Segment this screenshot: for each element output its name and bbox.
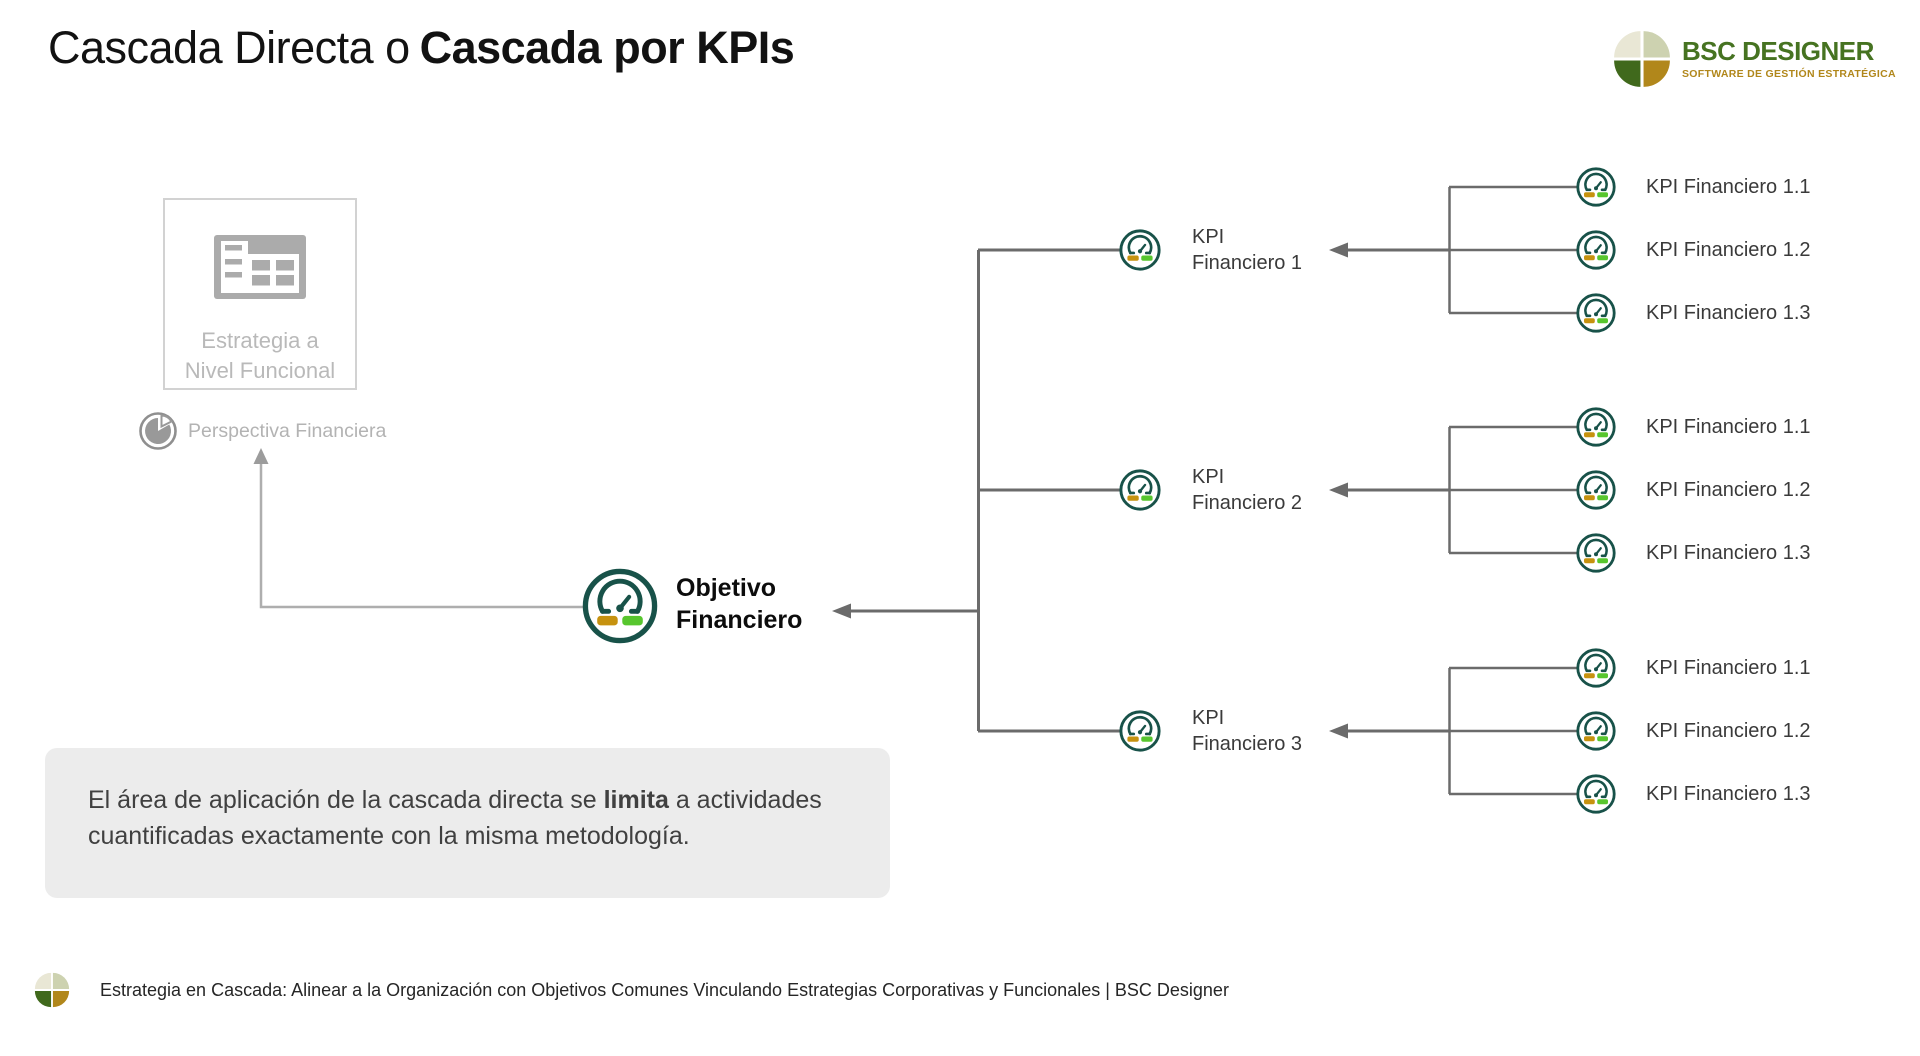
kpi-tree-lines: [851, 248, 1450, 733]
scorecard-icon: [165, 235, 355, 304]
kpi-leaf-label: KPI Financiero 1.2: [1646, 239, 1811, 261]
kpi-node-gauge-icon: [1119, 229, 1161, 271]
kpi-leaf-gauge-icon: [1576, 293, 1616, 333]
kpi-leaf-label: KPI Financiero 1.3: [1646, 542, 1811, 564]
page-title-bold: Cascada por KPIs: [419, 22, 795, 73]
objective-label: Objetivo Financiero: [676, 574, 803, 634]
kpi-node-label: KPI Financiero 3: [1192, 707, 1303, 755]
logo-text: BSC DESIGNER SOFTWARE DE GESTIÓN ESTRATÉ…: [1682, 38, 1896, 80]
kpi-node-label: KPI Financiero 2: [1192, 466, 1303, 514]
financial-perspective-label: Perspectiva Financiera: [188, 419, 387, 442]
footer-caption: Estrategia en Cascada: Alinear a la Orga…: [100, 979, 1229, 1000]
leaf-brackets: [1448, 185, 1577, 796]
footer: Estrategia en Cascada: Alinear a la Orga…: [33, 971, 1229, 1009]
kpi-leaf-gauge-icon: [1576, 407, 1616, 447]
financial-perspective: Perspectiva Financiera: [138, 411, 386, 451]
quad-pie-footer-icon: [33, 971, 71, 1009]
kpi-leaf-gauge-icon: [1576, 648, 1616, 688]
kpi-leaf-label: KPI Financiero 1.3: [1646, 783, 1811, 805]
note-text: El área de aplicación de la cascada dire…: [88, 786, 822, 850]
functional-strategy-label: Estrategia a Nivel Funcional: [184, 328, 336, 383]
left-arrowheads: [832, 242, 1348, 739]
kpi-node-gauge-icon: [1119, 710, 1161, 752]
page-title-regular: Cascada Directa o: [48, 22, 410, 73]
bsc-designer-logo: BSC DESIGNER SOFTWARE DE GESTIÓN ESTRATÉ…: [1611, 28, 1896, 90]
kpi-leaf-gauge-icon: [1576, 230, 1616, 270]
kpi-leaf-gauge-icon: [1576, 711, 1616, 751]
kpi-leaf-label: KPI Financiero 1.3: [1646, 302, 1811, 324]
functional-strategy-card: Estrategia a Nivel Funcional: [163, 198, 357, 390]
logo-name: BSC DESIGNER: [1682, 36, 1874, 66]
objective-to-perspective-connector: [259, 461, 583, 609]
kpi-leaf-label: KPI Financiero 1.1: [1646, 176, 1811, 198]
note-callout: El área de aplicación de la cascada dire…: [45, 748, 890, 898]
kpi-leaf-label: KPI Financiero 1.1: [1646, 657, 1811, 679]
kpi-leaf-label: KPI Financiero 1.2: [1646, 479, 1811, 501]
kpi-leaf-gauge-icon: [1576, 774, 1616, 814]
kpi-leaf-gauge-icon: [1576, 167, 1616, 207]
kpi-leaf-gauge-icon: [1576, 470, 1616, 510]
quad-pie-logo-icon: [1611, 28, 1673, 90]
pie-chart-icon: [138, 411, 178, 451]
logo-tagline: SOFTWARE DE GESTIÓN ESTRATÉGICA: [1682, 68, 1896, 80]
kpi-node-label: KPI Financiero 1: [1192, 226, 1303, 274]
up-arrowhead: [253, 448, 269, 464]
kpi-leaf-label: KPI Financiero 1.2: [1646, 720, 1811, 742]
kpi-node-gauge-icon: [1119, 469, 1161, 511]
objective-gauge-icon: [582, 568, 658, 644]
kpi-leaf-gauge-icon: [1576, 533, 1616, 573]
kpi-leaf-label: KPI Financiero 1.1: [1646, 416, 1811, 438]
